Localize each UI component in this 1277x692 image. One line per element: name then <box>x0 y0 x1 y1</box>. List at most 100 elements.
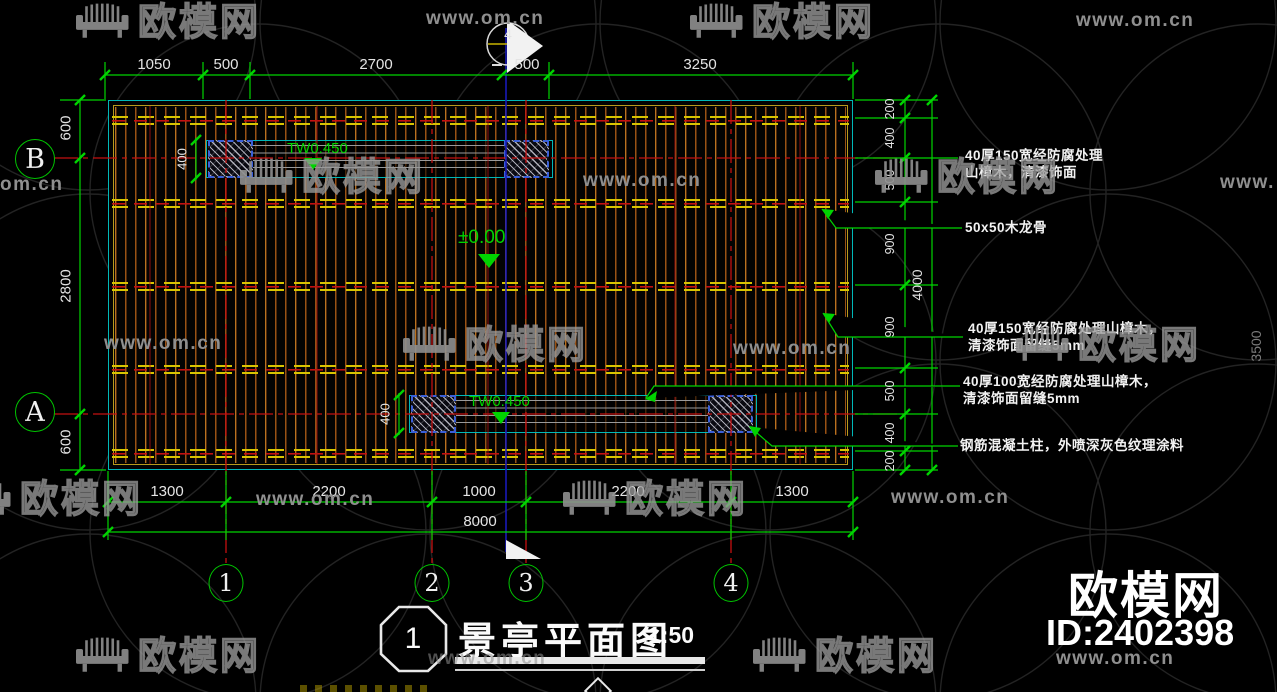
grid-bubble-label: 4 <box>723 569 739 597</box>
dim-bottom: 1300 <box>775 483 809 500</box>
watermark-logo: 欧模网 <box>76 636 262 678</box>
watermark-brand-text: 欧模网 <box>19 479 144 521</box>
watermark-logo: 欧模网 <box>563 479 748 520</box>
grid-bubble-B: B <box>15 139 55 179</box>
watermark-brand-text: 欧模网 <box>751 2 876 44</box>
watermark-url: www.om.cn <box>583 170 702 191</box>
grid-bubble-label: 2 <box>424 569 440 597</box>
keel-row <box>112 199 849 208</box>
watermark-brand-text: 欧模网 <box>936 157 1061 199</box>
watermark-url: www.om.cn <box>256 489 375 510</box>
section-direction-flag-bottom <box>506 540 541 559</box>
keel-row <box>112 365 849 374</box>
dimension-ticks <box>74 69 938 538</box>
watermark-url: www.om.cn <box>426 8 545 29</box>
dim-bottom: 2200 <box>312 483 346 500</box>
sofa-icon <box>690 2 746 42</box>
dim-top: 500 <box>514 56 540 73</box>
watermark-logo: 欧模网 <box>1016 325 1202 367</box>
clipped-text-fragment <box>300 685 430 692</box>
dim-right-total: 4000 <box>909 269 925 301</box>
leader-arrowheads <box>645 209 835 437</box>
dim-left: 2800 <box>57 269 75 303</box>
section-direction-arrow <box>507 20 543 73</box>
dim-top: 2700 <box>359 56 393 73</box>
drawing-title: 景亭平面图 <box>458 621 674 663</box>
watermark-url: www.om.cn <box>104 333 223 354</box>
dim-bench-depth: 400 <box>174 148 190 170</box>
annotation-line: 山樟木，清漆饰面 <box>965 165 1077 180</box>
watermark-logo: 欧模网 <box>76 2 262 44</box>
watermark-url-partial: om.cn <box>0 174 64 195</box>
level-triangles <box>304 158 510 424</box>
annotation-line: 钢筋混凝土柱，外喷深灰色纹理涂料 <box>960 438 1184 453</box>
dim-bottom-total: 8000 <box>463 513 497 530</box>
drawing-index-number: 1 <box>404 622 422 655</box>
annotation-line: 40厚150宽经防腐处理山樟木， <box>968 321 1163 336</box>
sofa-icon <box>753 636 809 676</box>
brand-stamp: 欧模网 <box>1068 568 1224 624</box>
sofa-icon <box>76 636 132 676</box>
annotation-bench-board: 40厚100宽经防腐处理山樟木， 清漆饰面留缝5mm <box>963 373 1157 407</box>
watermark-brand-text: 欧模网 <box>137 2 262 44</box>
section-number: 4 <box>504 26 512 42</box>
watermark-url-partial: www. <box>1220 172 1275 193</box>
watermark-logo: 欧模网 <box>690 2 876 44</box>
sofa-icon <box>0 479 14 519</box>
watermark-brand-text: 欧模网 <box>137 636 262 678</box>
annotation-keel: 50x50木龙骨 <box>965 219 1047 236</box>
brand-model-id: ID:2402398 <box>1046 612 1235 653</box>
grid-centerlines <box>54 100 905 566</box>
sofa-icon <box>240 157 296 197</box>
bench-level-label: TW0.450 <box>469 393 530 410</box>
grid-bubble-label: B <box>25 143 45 175</box>
dim-right: 400 <box>883 422 897 444</box>
deck-level-label: ±0.00 <box>458 227 506 248</box>
title-underline-thin <box>455 669 705 671</box>
sofa-icon <box>1016 325 1072 365</box>
watermark-brand-text: 欧模网 <box>1077 325 1202 367</box>
annotation-line: 清漆饰面留缝5mm <box>963 391 1081 406</box>
grid-bubble-1: 1 <box>208 564 244 602</box>
dim-adjacent-faint: 3500 <box>1248 330 1264 362</box>
dim-top: 3250 <box>683 56 717 73</box>
sofa-icon <box>563 479 619 519</box>
sofa-icon <box>403 325 459 365</box>
watermark-logo: 欧模网 <box>753 636 939 678</box>
watermark-brand-text: 欧模网 <box>464 325 589 367</box>
annotation-line: 40厚150宽经防腐处理 <box>965 148 1104 163</box>
annotation-line: 50x50木龙骨 <box>965 220 1048 235</box>
sofa-icon <box>875 157 931 197</box>
dim-bottom: 1000 <box>462 483 496 500</box>
watermark-brand-text: 欧模网 <box>301 157 426 199</box>
annotation-line: 40厚100宽经防腐处理山樟木， <box>963 374 1158 389</box>
sofa-icon <box>76 2 132 42</box>
watermark-logo: 欧模网 <box>403 325 589 367</box>
watermark-url: www.om.cn <box>891 487 1010 508</box>
dim-bench-depth: 400 <box>377 403 393 425</box>
watermark-logo: 欧模网 <box>0 479 144 521</box>
dim-right: 400 <box>883 127 897 149</box>
grid-bubble-4: 4 <box>713 564 749 602</box>
dim-bottom: 1300 <box>150 483 184 500</box>
dim-top: 500 <box>213 56 239 73</box>
watermark-url: www.om.cn <box>428 648 547 669</box>
grid-bubble-label: 1 <box>218 569 234 597</box>
drawing-scale: 1:50 <box>648 622 695 648</box>
keel-row <box>112 116 849 125</box>
watermark-brand-text: 欧模网 <box>814 636 939 678</box>
watermark-logo: 欧模网 <box>875 157 1061 199</box>
grid-bubble-3: 3 <box>508 564 544 602</box>
watermark-logo: 欧模网 <box>240 157 426 199</box>
grid-bubble-label: 3 <box>518 569 534 597</box>
grid-bubble-2: 2 <box>414 564 450 602</box>
dim-bottom: 2200 <box>611 483 645 500</box>
dim-right: 500 <box>883 380 897 402</box>
watermark-url: www.om.cn <box>1056 648 1175 669</box>
grid-bubble-label: A <box>25 396 45 428</box>
watermark-url: www.om.cn <box>733 338 852 359</box>
dim-right: 200 <box>883 450 897 472</box>
dim-right: 900 <box>883 233 897 255</box>
dim-left: 600 <box>57 115 75 141</box>
